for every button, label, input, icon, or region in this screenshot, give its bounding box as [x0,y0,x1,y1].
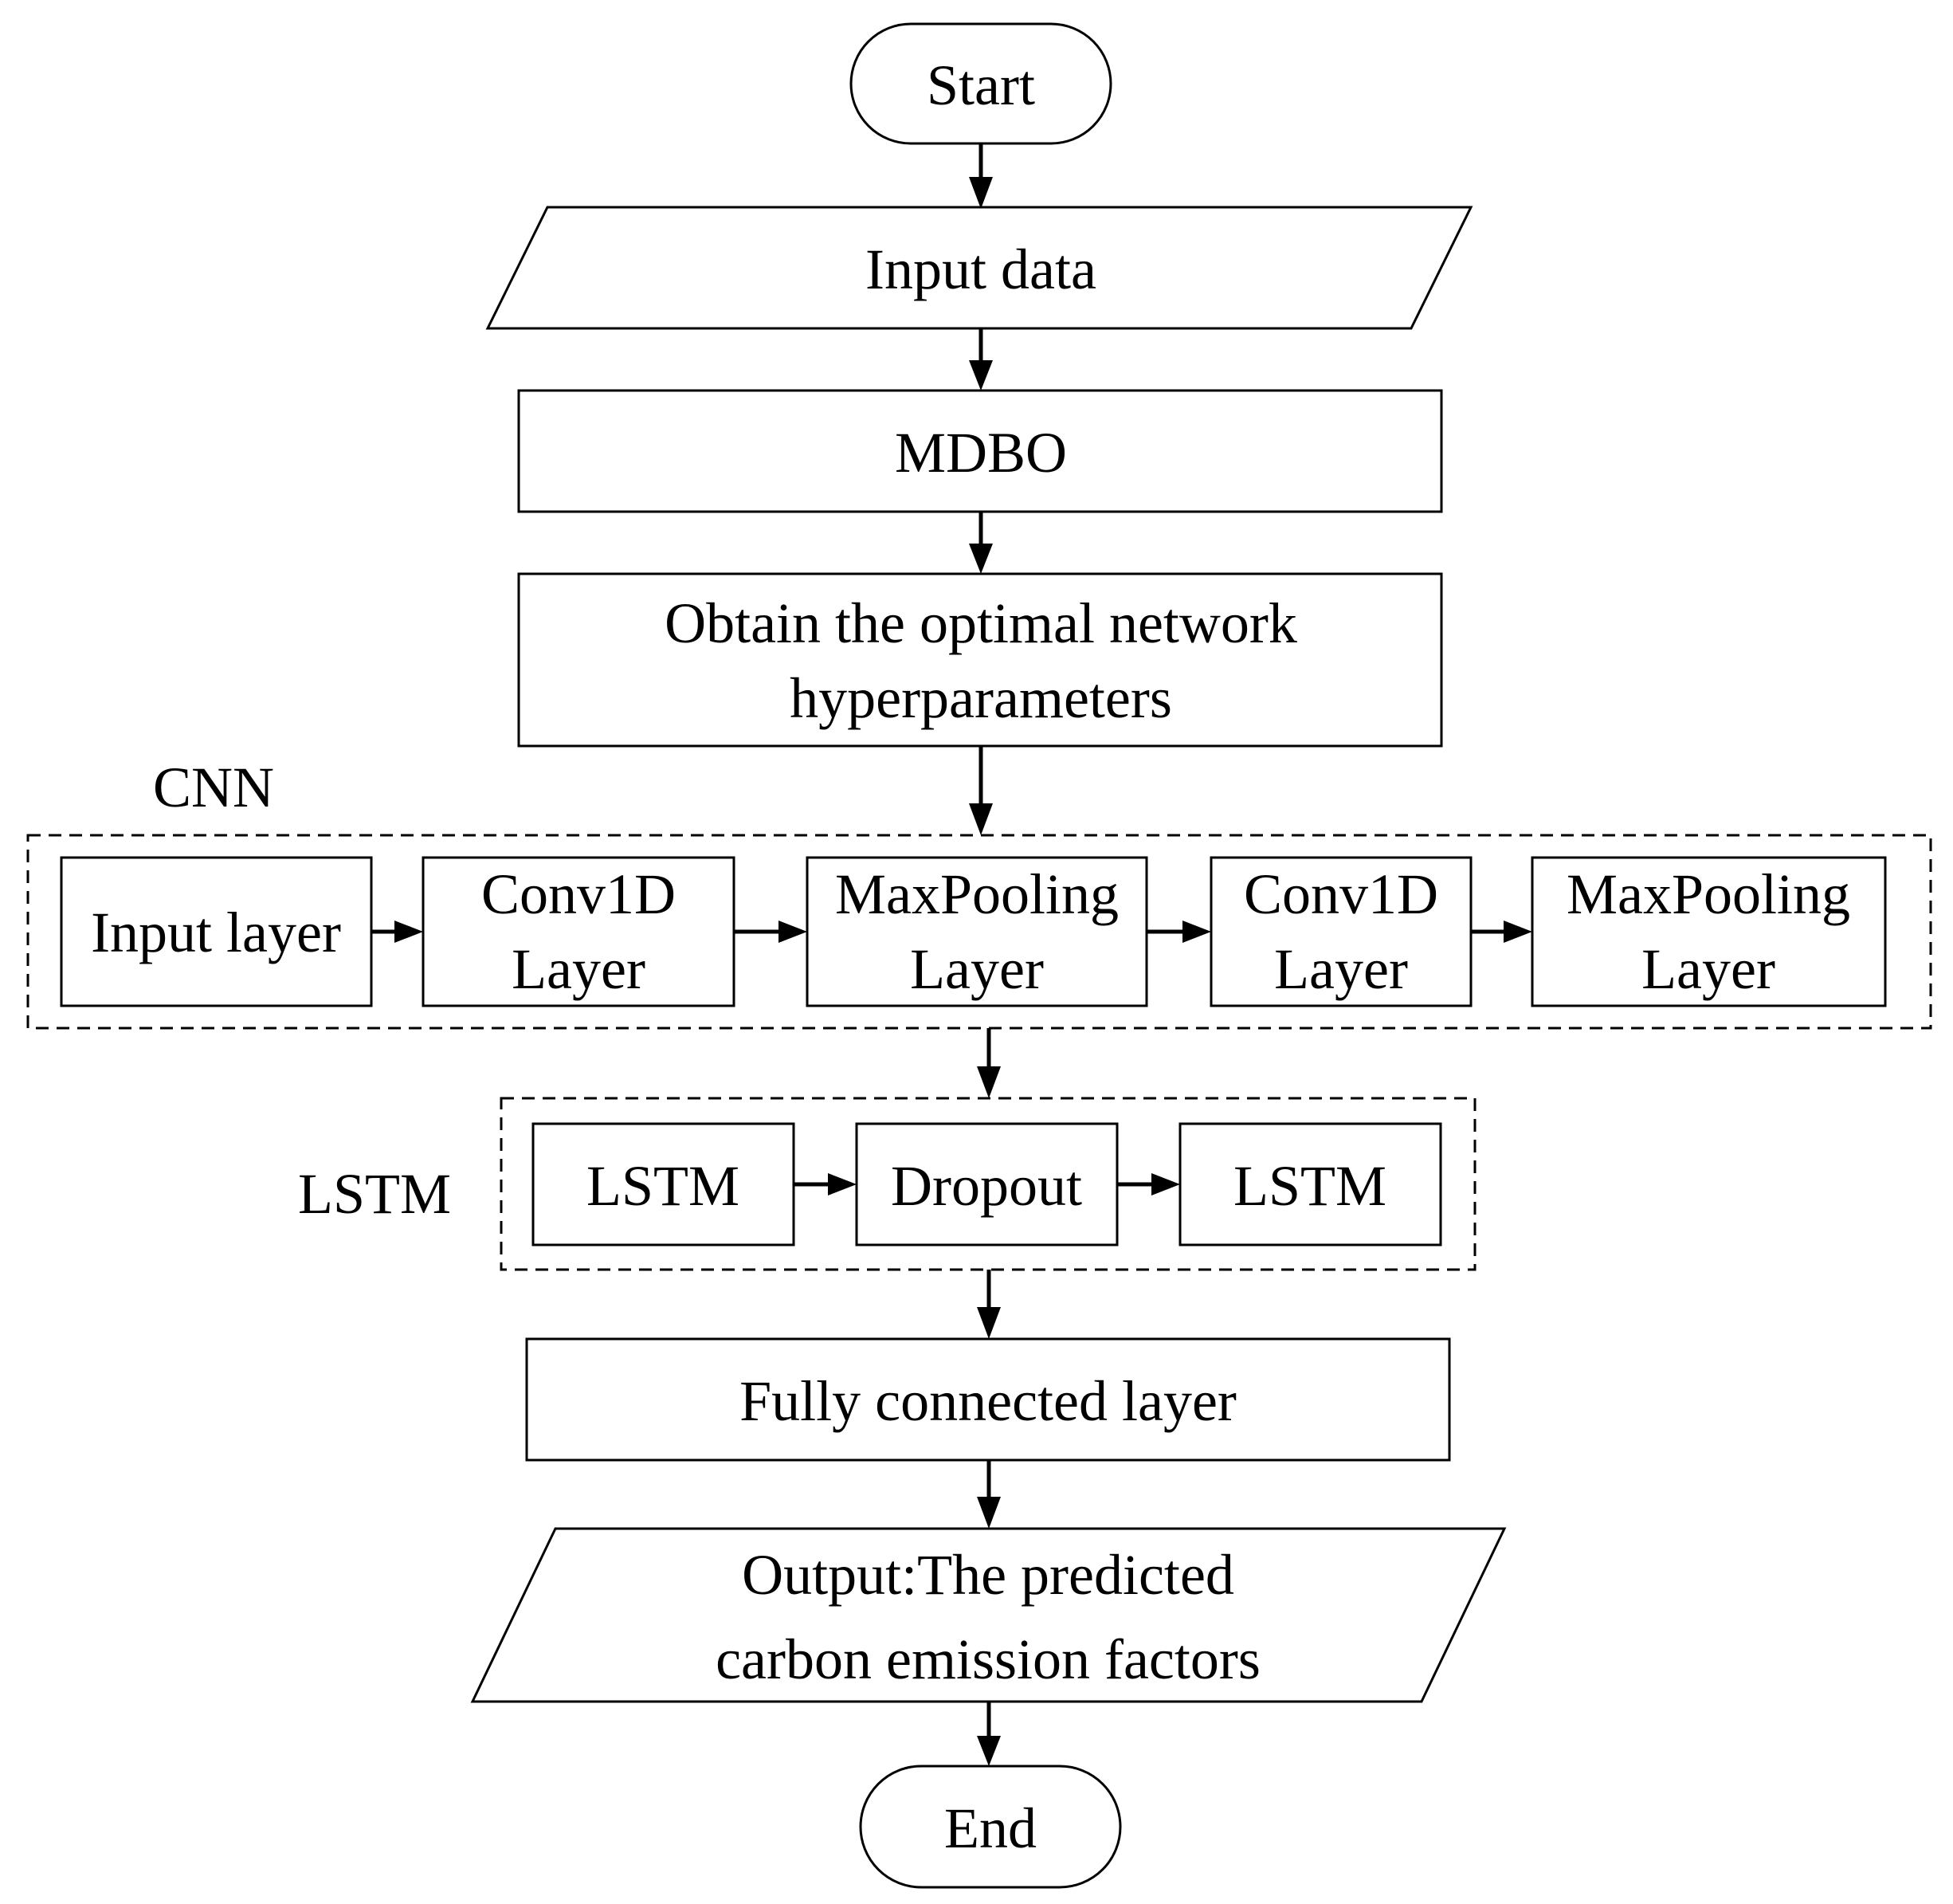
arrow-output-to-end [977,1702,1001,1766]
arrow-mdbo-to-obtain [969,512,993,574]
cnn-conv1d-1-label-line1: Conv1D [481,862,676,926]
end-label: End [944,1796,1037,1860]
arrow-start-to-input [969,143,993,209]
input-data-label: Input data [865,238,1096,301]
lstm-layer-1-label: LSTM [586,1154,739,1218]
obtain-label-line1: Obtain the optimal network [665,591,1297,655]
cnn-conv1d-2-label-line1: Conv1D [1244,862,1438,926]
arrow-cnn-4-to-5 [1471,921,1532,943]
arrow-cnn-3-to-4 [1147,921,1211,943]
obtain-hyperparameters-box [517,572,1443,748]
cnn-maxpooling-2-label-line1: MaxPooling [1567,862,1850,926]
cnn-conv1d-2-label-line2: Layer [1274,937,1408,1001]
output-parallelogram [470,1527,1507,1703]
output-label-line2: carbon emission factors [716,1627,1261,1691]
arrow-cnn-1-to-2 [371,921,423,943]
cnn-maxpooling-1-label-line2: Layer [910,937,1044,1001]
lstm-layer-2-label: LSTM [1233,1154,1386,1218]
arrow-lstm-1-to-dropout [794,1173,857,1195]
cnn-input-layer-label: Input layer [91,901,341,964]
fully-connected-box [525,1337,1451,1462]
arrow-fully-connected-to-output [977,1460,1001,1529]
cnn-group-container [26,834,1932,1030]
arrow-input-to-mdbo [969,328,993,391]
arrow-cnn-to-lstm [977,1028,1001,1098]
end-terminator [859,1765,1122,1889]
lstm-group-label: LSTM [298,1162,451,1226]
mdbo-label: MDBO [895,421,1067,485]
cnn-maxpooling-1-label-line1: MaxPooling [835,862,1119,926]
cnn-conv1d-2-box [1210,856,1473,1007]
arrow-obtain-to-cnn [969,746,993,835]
cnn-maxpooling-2-label-line2: Layer [1641,937,1775,1001]
dropout-layer-box [855,1122,1119,1246]
lstm-layer-2-box [1178,1122,1442,1246]
input-data-parallelogram [485,206,1473,330]
fully-connected-label: Fully connected layer [739,1369,1237,1433]
lstm-group-container [500,1097,1477,1271]
dropout-layer-label: Dropout [891,1154,1082,1218]
lstm-layer-1-box [531,1122,795,1246]
cnn-conv1d-1-box [422,856,735,1007]
arrow-dropout-to-lstm-2 [1117,1173,1180,1195]
arrow-lstm-to-fully-connected [977,1270,1001,1339]
arrow-cnn-2-to-3 [734,921,807,943]
mdbo-box [517,389,1443,513]
obtain-label-line2: hyperparameters [790,666,1172,730]
cnn-maxpooling-2-box [1531,856,1887,1007]
cnn-maxpooling-1-box [806,856,1148,1007]
cnn-group-label: CNN [153,756,274,819]
output-label-line1: Output:The predicted [742,1543,1234,1607]
cnn-input-layer-box [60,856,373,1007]
cnn-conv1d-1-label-line2: Layer [512,937,645,1001]
start-label: Start [927,53,1035,117]
